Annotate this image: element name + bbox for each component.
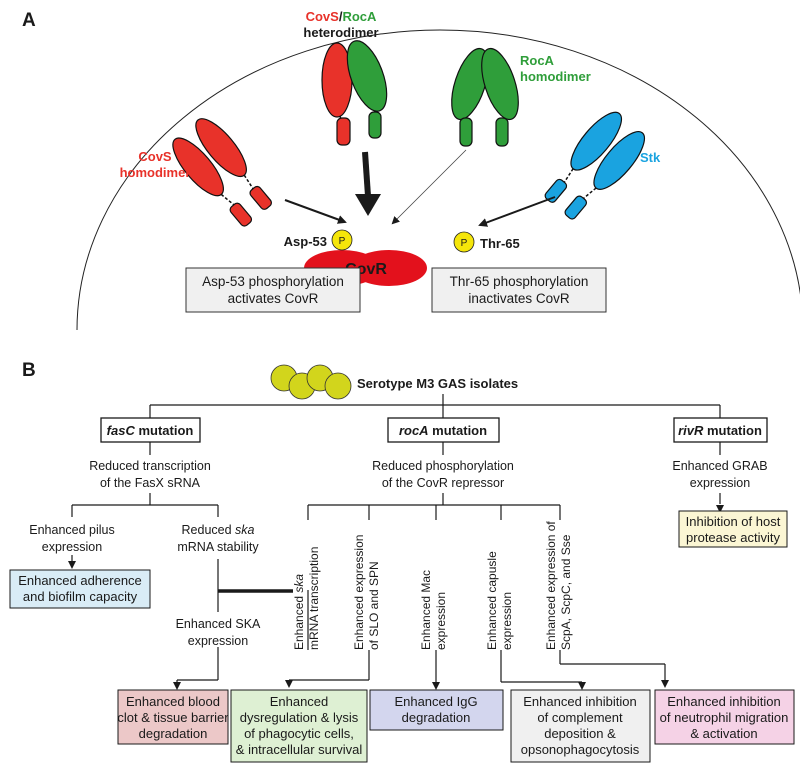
pilus-line2: expression [42, 540, 102, 554]
complement-line4: opsonophagocytosis [521, 742, 640, 757]
ska-stability-line2: mRNA stability [177, 540, 259, 554]
thr65-box-line2: inactivates CovR [468, 291, 570, 306]
covs-homodimer-label-line2: homodimer [120, 165, 191, 180]
covr-right-lobe [351, 250, 427, 286]
stk-label: Stk [640, 150, 661, 165]
covs-arrow [284, 199, 347, 224]
asp-53-label: Asp-53 [284, 234, 327, 249]
rivr-effect-line2: expression [690, 476, 750, 490]
adherence-box [9, 569, 151, 609]
blood-line2: clot & tissue barrier [117, 710, 229, 725]
fasc-mutation-label: fasC mutation [107, 423, 194, 438]
asp-phosphate-icon [331, 229, 353, 251]
protease-box [678, 510, 788, 548]
svg-text:Enhanced expression: Enhanced expression [352, 535, 366, 650]
dysreg-line1: Enhanced [270, 694, 329, 709]
blood-clot-box [117, 689, 229, 745]
asp53-box-line1: Asp-53 phosphorylation [202, 274, 344, 289]
protease-line2: protease activity [686, 530, 780, 545]
svg-text:Enhanced Mac: Enhanced Mac [419, 570, 433, 650]
neutro-line2: of neutrophil migration [660, 710, 789, 725]
igg-line1: Enhanced IgG [394, 694, 477, 709]
heterodimer-label-line2: heterodimer [303, 25, 378, 40]
covs-homodimer-label: CovS [138, 149, 172, 164]
stk-arrow [478, 196, 556, 227]
gas-cells-icon [270, 364, 352, 400]
pilus-line1: Enhanced pilus [29, 523, 114, 537]
roca-mutation-box [387, 417, 500, 443]
mac-label: Enhanced Mac expression [419, 570, 448, 650]
fasc-effect-line1: Reduced transcription [89, 459, 211, 473]
roca-arrow [391, 149, 467, 225]
rivr-mutation-box [673, 417, 768, 443]
slo-spn-label: Enhanced expression of SLO and SPN [352, 535, 381, 650]
blood-line1: Enhanced blood [126, 694, 220, 709]
roca-homodimer-label: RocA [520, 53, 555, 68]
fasc-effect-line2: of the FasX sRNA [100, 476, 201, 490]
asp53-box-line2: activates CovR [228, 291, 319, 306]
fasc-mutation-box [100, 417, 201, 443]
svg-text:Enhanced capusle: Enhanced capusle [485, 551, 499, 650]
svg-text:expression: expression [500, 592, 514, 650]
serotype-label: Serotype M3 GAS isolates [357, 376, 518, 391]
thr-65-label: Thr-65 [480, 236, 520, 251]
dysregulation-box [230, 689, 368, 763]
ska-expression-line2: expression [188, 634, 248, 648]
roca-mutation-label: rocA mutation [399, 423, 487, 438]
heterodimer-label: CovS/RocA [306, 9, 377, 24]
dysreg-line2: dysregulation & lysis [240, 710, 359, 725]
arrowheads [68, 505, 724, 690]
covs-roca-heterodimer-icon [321, 40, 388, 146]
adherence-line1: Enhanced adherence [18, 573, 142, 588]
panel-b-letter: B [22, 360, 36, 381]
cell-membrane [76, 29, 800, 331]
neutrophil-box [654, 689, 795, 745]
thr-phosphate-label: P [461, 238, 468, 249]
igg-box [369, 689, 504, 731]
ska-expression-line1: Enhanced SKA [176, 617, 261, 631]
thr65-box-line1: Thr-65 phosphorylation [450, 274, 589, 289]
ska-stability-line1: Reduced ska [182, 523, 255, 537]
heterodimer-arrow-shaft [362, 151, 371, 197]
dysreg-line3: of phagocytic cells, [244, 726, 354, 741]
dysreg-line4: & intracellular survival [236, 742, 363, 757]
stk-icon [544, 111, 645, 220]
complement-line3: deposition & [544, 726, 616, 741]
rivr-mutation-label: rivR mutation [678, 423, 762, 438]
ska-transcription-label: Enhanced ska mRNA transcription [292, 547, 321, 650]
complement-line1: Enhanced inhibition [523, 694, 636, 709]
svg-text:ScpA, ScpC, and Sse: ScpA, ScpC, and Sse [559, 534, 573, 650]
roca-homodimer-label-line2: homodimer [520, 69, 591, 84]
tree-lines [71, 394, 721, 684]
svg-text:Enhanced ska: Enhanced ska [292, 574, 306, 650]
neutro-line1: Enhanced inhibition [667, 694, 780, 709]
panel-a-letter: A [22, 10, 36, 31]
thr65-box [431, 267, 607, 313]
svg-text:expression: expression [434, 592, 448, 650]
igg-line2: degradation [402, 710, 471, 725]
adherence-line2: and biofilm capacity [23, 589, 138, 604]
complement-box [510, 689, 651, 763]
heterodimer-arrow-head [355, 194, 381, 216]
asp-phosphate-label: P [339, 236, 346, 247]
protease-line1: Inhibition of host [686, 514, 781, 529]
roca-effect-line1: Reduced phosphorylation [372, 459, 514, 473]
roca-homodimer-icon [451, 47, 519, 147]
svg-text:of SLO and SPN: of SLO and SPN [367, 561, 381, 650]
svg-text:mRNA transcription: mRNA transcription [307, 547, 321, 650]
covs-homodimer-icon [172, 118, 272, 227]
scp-sse-label: Enhanced expression of ScpA, ScpC, and S… [544, 521, 573, 650]
svg-text:Enhanced expression of: Enhanced expression of [544, 521, 558, 650]
rivr-effect-line1: Enhanced GRAB [672, 459, 767, 473]
complement-line2: of complement [537, 710, 623, 725]
neutro-line3: & activation [690, 726, 757, 741]
asp53-box [185, 267, 361, 313]
blood-line3: degradation [139, 726, 208, 741]
capsule-label: Enhanced capusle expression [485, 551, 514, 650]
thr-phosphate-icon [453, 231, 475, 253]
roca-effect-line2: of the CovR repressor [382, 476, 504, 490]
